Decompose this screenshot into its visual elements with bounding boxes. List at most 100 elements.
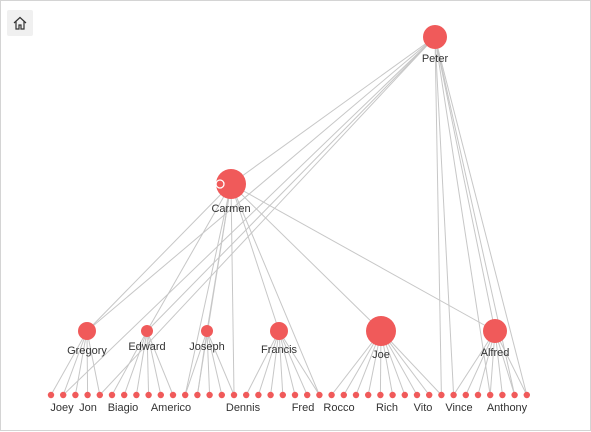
node-gregory[interactable] bbox=[78, 322, 96, 340]
leaf-node[interactable] bbox=[352, 391, 360, 399]
edge-francis-leaf bbox=[257, 330, 280, 396]
leaf-node[interactable] bbox=[365, 391, 372, 399]
leaf-node[interactable] bbox=[84, 391, 91, 399]
leaf-node[interactable] bbox=[96, 391, 104, 399]
edge-edward-leaf bbox=[135, 330, 148, 396]
edge-joseph-leaf bbox=[206, 330, 223, 396]
leaf-label: Anthony bbox=[487, 402, 528, 414]
edge-francis-leaf bbox=[245, 330, 280, 396]
edge-joseph-leaf bbox=[184, 330, 208, 396]
leaf-label: Rich bbox=[376, 402, 398, 414]
edge-carmen-francis bbox=[230, 183, 280, 332]
leaf-node[interactable] bbox=[108, 391, 116, 399]
leaf-label: Dennis bbox=[226, 402, 261, 414]
leaf-node[interactable] bbox=[218, 391, 225, 399]
edge-francis-leaf bbox=[278, 330, 308, 396]
leaf-node[interactable] bbox=[279, 391, 286, 399]
leaf-node[interactable] bbox=[47, 391, 55, 399]
leaf-node[interactable] bbox=[243, 391, 250, 399]
edge-carmen-joe bbox=[230, 183, 382, 332]
edge-carmen-alfred bbox=[230, 183, 496, 332]
leaf-node[interactable] bbox=[401, 391, 408, 399]
leaf-node[interactable] bbox=[499, 391, 506, 399]
edge-francis-leaf bbox=[278, 330, 296, 396]
leaf-node[interactable] bbox=[255, 391, 262, 399]
leaf-node[interactable] bbox=[316, 391, 323, 399]
leaf-node[interactable] bbox=[194, 391, 201, 399]
node-label-carmen: Carmen bbox=[211, 203, 250, 215]
edge-francis-leaf bbox=[278, 330, 284, 396]
leaf-node[interactable] bbox=[133, 391, 140, 399]
leaf-node[interactable] bbox=[511, 391, 518, 399]
edge-francis-leaf bbox=[278, 330, 320, 396]
edge-peter-carmen bbox=[230, 36, 436, 185]
node-peter[interactable] bbox=[423, 25, 447, 49]
leaf-node[interactable] bbox=[145, 391, 152, 399]
leaf-node[interactable] bbox=[377, 391, 384, 399]
edge-carmen-edward bbox=[146, 183, 232, 332]
leaf-node[interactable] bbox=[169, 391, 177, 399]
node-label-francis: Francis bbox=[261, 344, 298, 356]
node-joseph[interactable] bbox=[201, 325, 213, 337]
leaf-node[interactable] bbox=[474, 391, 482, 399]
node-label-peter: Peter bbox=[422, 53, 449, 65]
edge-joseph-leaf bbox=[206, 330, 211, 396]
labels-layer: Peter Carmen Gregory Edward Joseph Franc… bbox=[50, 53, 527, 414]
edge-carmen-leaf bbox=[184, 183, 232, 396]
edge-peter-descendant bbox=[99, 36, 436, 396]
home-button[interactable] bbox=[7, 10, 33, 36]
leaf-node[interactable] bbox=[438, 391, 445, 399]
node-joe[interactable] bbox=[366, 316, 396, 346]
leaf-node[interactable] bbox=[413, 391, 421, 399]
node-label-joseph: Joseph bbox=[189, 341, 224, 353]
leaf-node[interactable] bbox=[60, 391, 67, 399]
leaf-node[interactable] bbox=[121, 391, 128, 399]
edge-gregory-leaf bbox=[62, 330, 88, 396]
leaf-label: Vito bbox=[414, 402, 433, 414]
leaf-label: Rocco bbox=[323, 402, 354, 414]
node-label-edward: Edward bbox=[128, 341, 165, 353]
node-label-gregory: Gregory bbox=[67, 345, 107, 357]
edge-carmen-leaf bbox=[230, 183, 320, 396]
leaf-node[interactable] bbox=[450, 391, 457, 399]
edge-joseph-leaf bbox=[196, 330, 208, 396]
leaf-node[interactable] bbox=[182, 391, 189, 399]
leaf-node[interactable] bbox=[426, 391, 433, 399]
node-francis[interactable] bbox=[270, 322, 288, 340]
home-icon bbox=[13, 16, 27, 30]
edge-joseph-leaf bbox=[206, 330, 235, 396]
leaf-node[interactable] bbox=[206, 391, 213, 399]
edge-peter-descendant bbox=[62, 36, 436, 396]
edge-gregory-leaf bbox=[50, 330, 88, 396]
edge-gregory-leaf bbox=[74, 330, 88, 396]
node-carmen[interactable] bbox=[216, 169, 246, 199]
leaf-node[interactable] bbox=[304, 391, 311, 399]
node-selection-ring bbox=[215, 179, 225, 189]
leaf-node[interactable] bbox=[340, 391, 347, 399]
leaf-node[interactable] bbox=[328, 391, 335, 399]
edge-carmen-leaf bbox=[230, 183, 235, 396]
edge-peter-descendant bbox=[86, 36, 436, 332]
edges-layer bbox=[50, 36, 528, 396]
leaf-node[interactable] bbox=[267, 391, 274, 399]
node-edward[interactable] bbox=[141, 325, 153, 337]
edge-peter-descendant bbox=[434, 36, 528, 396]
leaf-label: Americo bbox=[151, 402, 191, 414]
leaf-node[interactable] bbox=[462, 391, 469, 399]
edge-alfred-leaf bbox=[453, 330, 496, 396]
leaf-node[interactable] bbox=[291, 391, 299, 399]
edge-peter-descendant bbox=[146, 36, 436, 332]
leaf-node[interactable] bbox=[230, 391, 238, 399]
edge-edward-leaf bbox=[146, 330, 150, 396]
node-alfred[interactable] bbox=[483, 319, 507, 343]
edge-edward-leaf bbox=[146, 330, 174, 396]
leaf-node[interactable] bbox=[389, 391, 396, 399]
edge-peter-descendant bbox=[434, 36, 442, 396]
leaf-node[interactable] bbox=[523, 391, 530, 399]
leaf-label: Biagio bbox=[108, 402, 139, 414]
leaf-node[interactable] bbox=[487, 391, 494, 399]
leaf-node[interactable] bbox=[72, 391, 79, 399]
leaf-node[interactable] bbox=[157, 391, 164, 399]
